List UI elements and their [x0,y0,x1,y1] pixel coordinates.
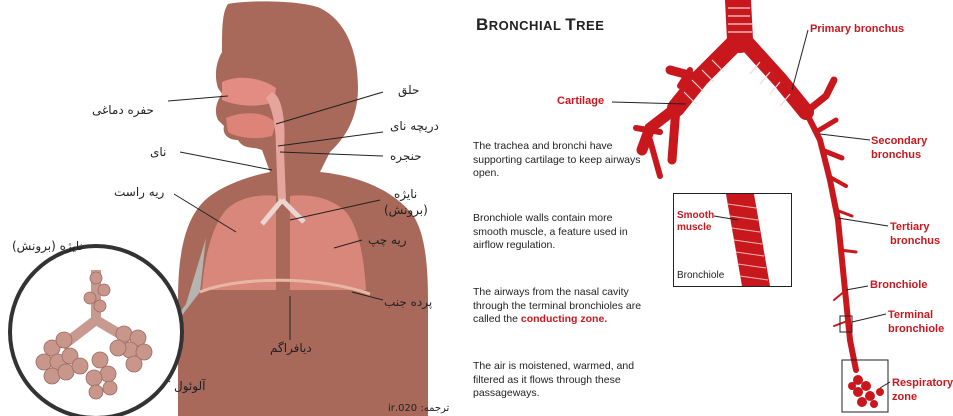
label-cartilage: Cartilage [557,96,604,107]
label-respiratory-zone: Respiratory zone [892,376,953,404]
conducting-zone-highlight: conducting zone. [521,313,607,325]
label-terminal-bronchiole: Terminal bronchiole [888,308,944,336]
paragraph-conducting-zone: The airways from the nasal cavity throug… [473,286,648,327]
label-tertiary-bronchus: Tertiary bronchus [890,220,940,248]
label-smooth-muscle: Smooth muscle [677,210,714,234]
paragraph-cartilage: The trachea and bronchi have supporting … [473,140,648,181]
bronchial-tree-shape [636,0,856,370]
bronchiole-inset: Smooth muscle Bronchiole [673,193,792,287]
paragraph-air-conditioning: The air is moistened, warmed, and filter… [473,360,648,401]
label-secondary-bronchus: Secondary bronchus [871,134,927,162]
respiratory-zone-cluster [848,375,884,408]
label-bronchiole: Bronchiole [870,280,927,291]
paragraph-smooth-muscle: Bronchiole walls contain more smooth mus… [473,212,648,253]
label-primary-bronchus: Primary bronchus [810,24,904,35]
label-bronchiole-inset: Bronchiole [677,270,724,281]
